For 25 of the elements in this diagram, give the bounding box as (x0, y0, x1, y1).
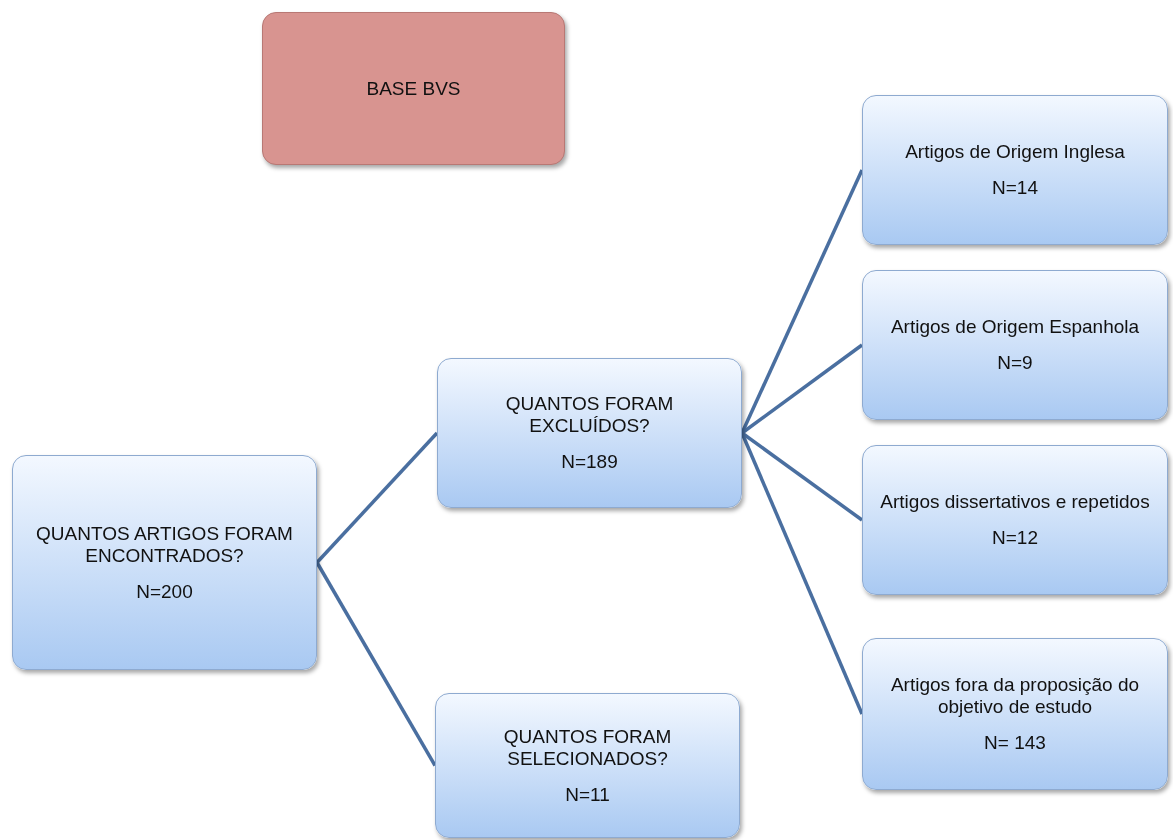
count-label: N=189 (561, 451, 618, 473)
node-title: Artigos dissertativos e repetidos (880, 491, 1150, 513)
source-box (262, 12, 565, 165)
node-title: Artigos de Origem Espanhola (890, 316, 1140, 338)
connector-line (315, 431, 439, 564)
count-label: N=200 (136, 580, 193, 603)
count-label: N=11 (565, 783, 610, 806)
count-label: N=9 (997, 352, 1033, 374)
process-box (862, 95, 1168, 245)
process-box (862, 445, 1168, 595)
count-label: N=14 (992, 177, 1038, 199)
node-title: QUANTOS FORAM EXCLUÍDOS? (504, 393, 675, 437)
node-title: QUANTOS ARTIGOS FORAM ENCONTRADOS? (35, 522, 294, 567)
count-label: N=12 (992, 527, 1038, 549)
process-box (435, 693, 740, 838)
process-box (862, 638, 1168, 790)
connector-line (315, 561, 437, 767)
node-title: Artigos de Origem Inglesa (905, 141, 1125, 163)
process-box (862, 270, 1168, 420)
process-box (12, 455, 317, 670)
node-title: QUANTOS FORAM SELECIONADOS? (502, 725, 673, 770)
count-label: N= 143 (984, 732, 1046, 754)
node-title: BASE BVS (366, 77, 461, 100)
process-box (437, 358, 742, 508)
node-title: Artigos fora da proposição do objetivo de estudo (889, 674, 1141, 718)
